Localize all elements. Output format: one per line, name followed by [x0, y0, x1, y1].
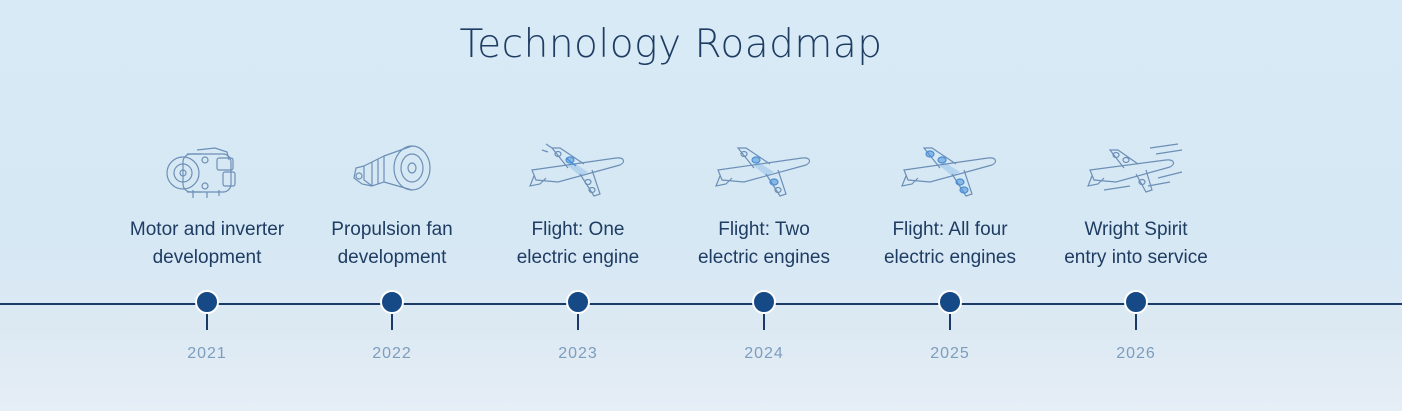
milestone-year: 2022	[372, 345, 412, 362]
milestone-tick	[949, 314, 951, 330]
milestone-tick	[577, 314, 579, 330]
milestone-dot	[752, 290, 776, 314]
milestone-year: 2025	[930, 345, 970, 362]
milestone-dot	[938, 290, 962, 314]
timeline-line	[0, 303, 1402, 305]
milestone-year: 2023	[558, 345, 598, 362]
airplane-four-engines-icon	[900, 140, 1000, 206]
milestone-dot	[195, 290, 219, 314]
propulsion-fan-icon	[342, 140, 442, 206]
motor-icon	[157, 140, 257, 206]
milestone-dot	[1124, 290, 1148, 314]
milestone-tick	[763, 314, 765, 330]
milestone-year: 2021	[187, 345, 227, 362]
milestone-dot	[380, 290, 404, 314]
airplane-in-flight-icon	[1086, 140, 1186, 206]
milestone-tick	[391, 314, 393, 330]
airplane-one-engine-icon	[528, 140, 628, 206]
milestone-tick	[1135, 314, 1137, 330]
airplane-two-engines-icon	[714, 140, 814, 206]
milestone-dot	[566, 290, 590, 314]
milestone-tick	[206, 314, 208, 330]
milestone-year: 2026	[1116, 345, 1156, 362]
milestone-year: 2024	[744, 345, 784, 362]
page-title: Technology Roadmap	[459, 22, 883, 67]
